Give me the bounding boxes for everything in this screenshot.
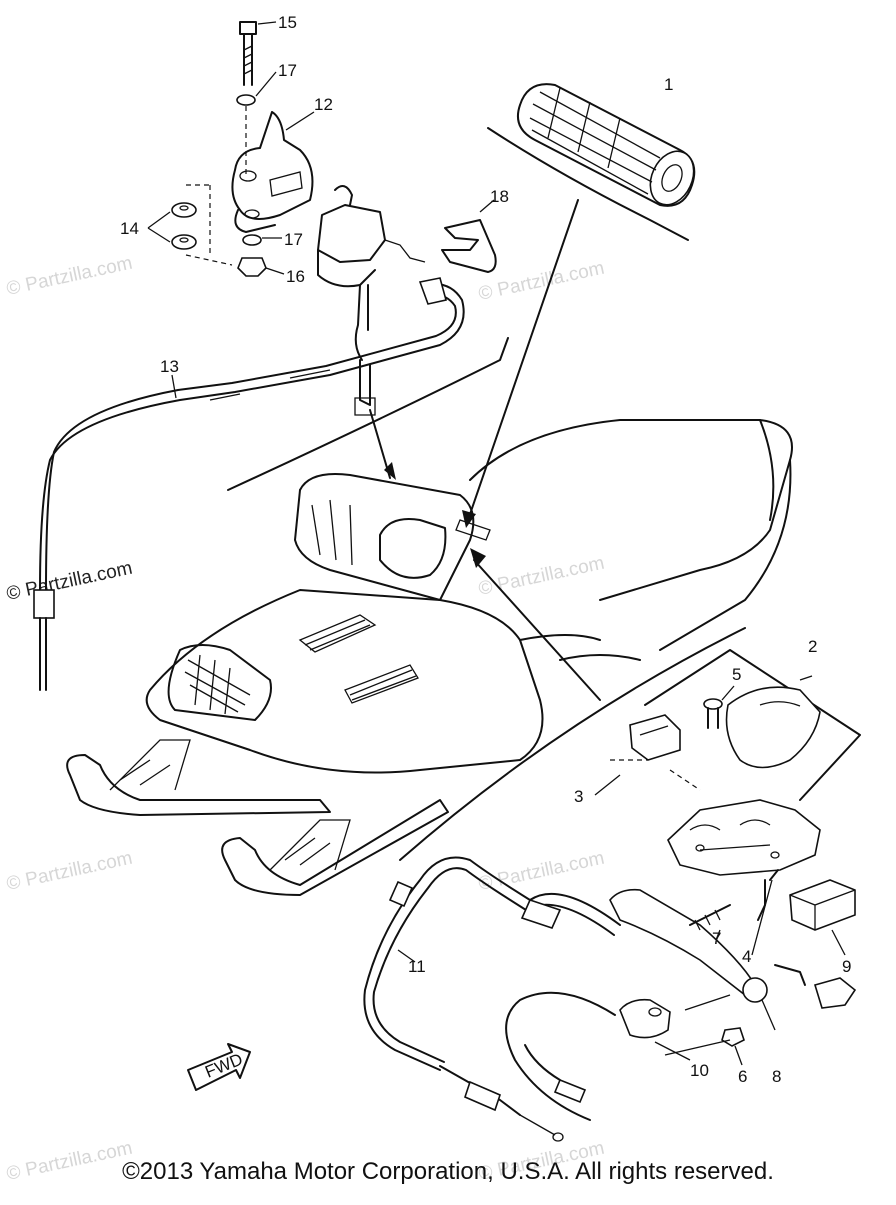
label-18: 18: [490, 187, 509, 206]
watermark-faded: © Partzilla.com: [477, 848, 607, 895]
fwd-arrow: FWD: [187, 1043, 251, 1091]
label-9: 9: [842, 957, 851, 976]
label-14: 14: [120, 219, 139, 238]
label-16: 16: [286, 267, 305, 286]
label-11: 11: [408, 957, 426, 976]
label-13: 13: [160, 357, 179, 376]
label-5: 5: [732, 665, 741, 684]
part-number-labels: 1 2 3 4 5 6 7 8 9 10 11 12 13 14 15 16 1…: [120, 13, 851, 1086]
throttle-cable: [33, 277, 465, 691]
label-15: 15: [278, 13, 297, 32]
label-1: 1: [664, 75, 673, 94]
watermark-faded: © Partzilla.com: [477, 553, 607, 600]
label-17-lower: 17: [284, 230, 303, 249]
watermark-faded: © Partzilla.com: [5, 848, 135, 895]
brake-cable: [363, 856, 621, 1142]
watermarks: © Partzilla.com © Partzilla.com © Partzi…: [5, 253, 607, 1185]
snowmobile-body: [66, 419, 793, 896]
grip-part: [487, 83, 696, 241]
label-12: 12: [314, 95, 333, 114]
label-4: 4: [742, 947, 751, 966]
label-10: 10: [690, 1061, 709, 1080]
clip-part: [441, 199, 497, 273]
watermark-faded: © Partzilla.com: [5, 253, 135, 300]
label-6: 6: [738, 1067, 747, 1086]
callout-lines: [227, 199, 746, 861]
label-2: 2: [808, 637, 817, 656]
label-7: 7: [712, 929, 721, 948]
watermark-main: © Partzilla.com: [5, 558, 135, 605]
bracket-assembly: [147, 21, 426, 416]
label-17-top: 17: [278, 61, 297, 80]
lever-assembly: [505, 649, 861, 1121]
copyright-notice: ©2013 Yamaha Motor Corporation, U.S.A. A…: [122, 1158, 774, 1185]
label-3: 3: [574, 787, 583, 806]
label-8: 8: [772, 1067, 781, 1086]
